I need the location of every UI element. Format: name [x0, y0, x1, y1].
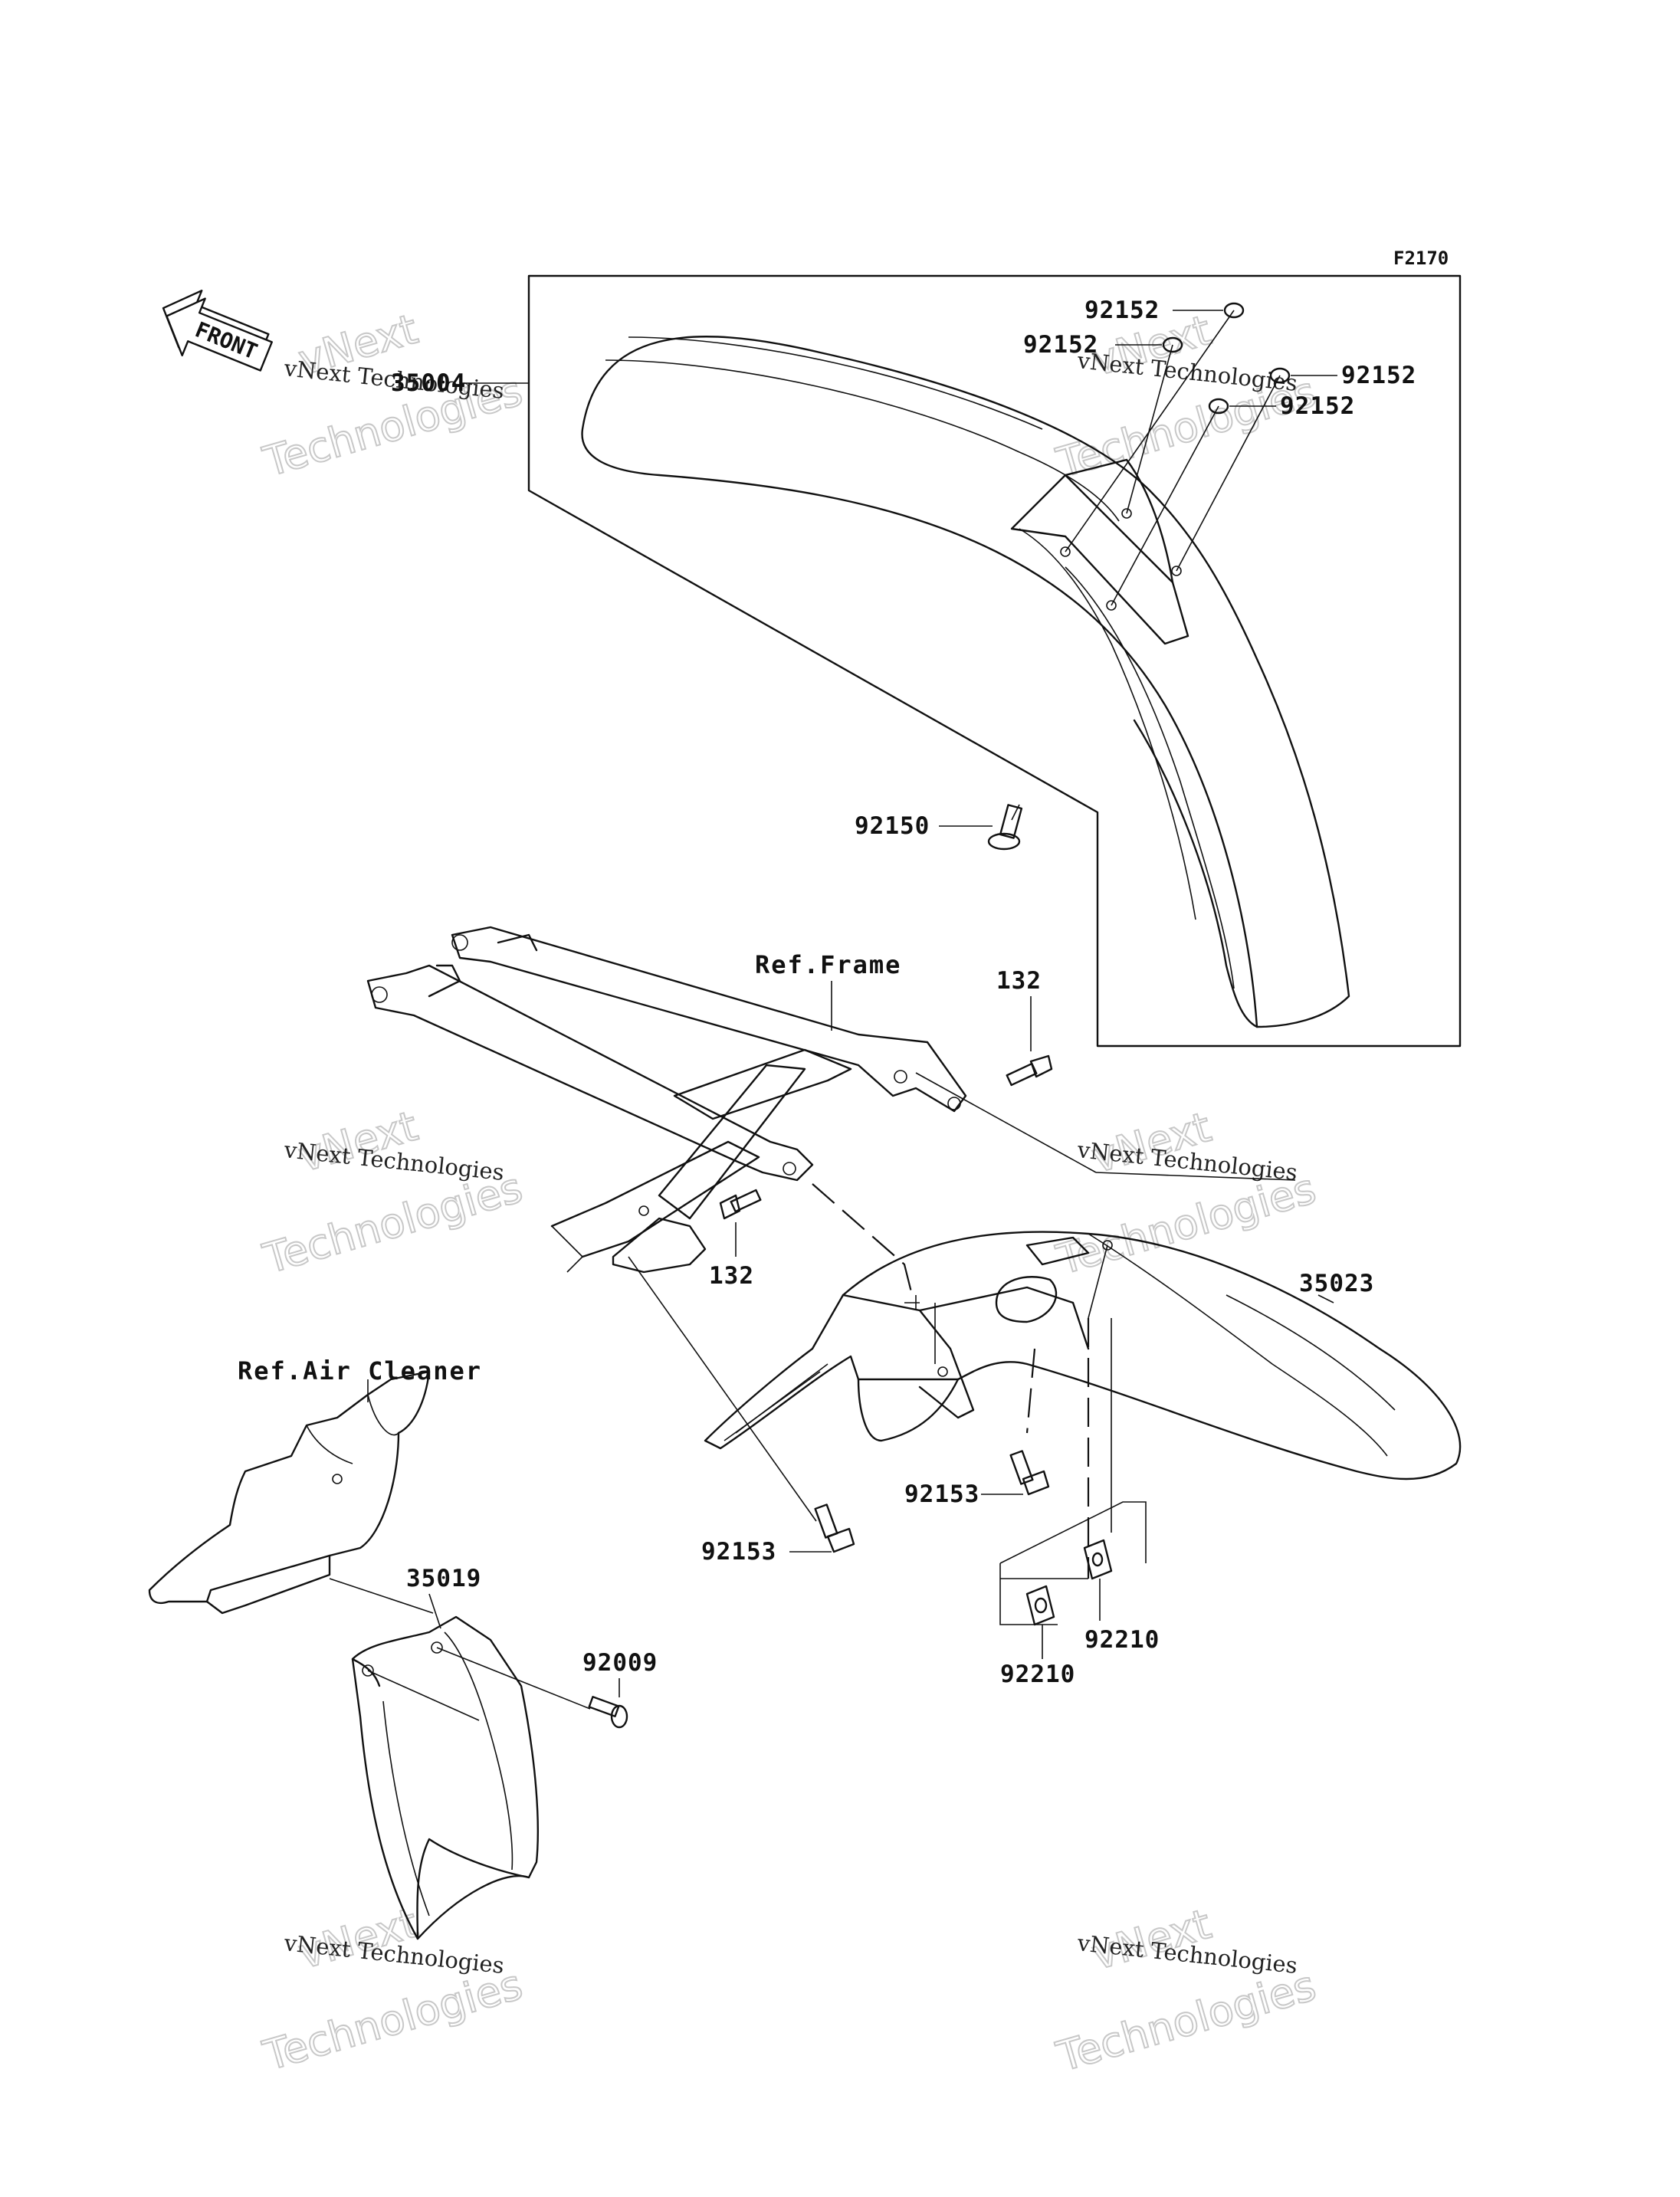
watermark-technologies: Technologies [1052, 1961, 1321, 2081]
watermark-mid-left: vNext Technologies vNext Technologies [258, 1101, 529, 1284]
bolt-upper-icon [1006, 996, 1053, 1087]
nut-group [999, 1501, 1147, 1659]
label-nut-b: 92210 [1000, 1661, 1075, 1688]
mud-flap [351, 1593, 591, 1940]
front-arrow-icon: FRONT [162, 290, 273, 372]
rear-bolt-a-icon [981, 1450, 1050, 1496]
label-rear-bolt-a: 92153 [904, 1481, 979, 1508]
rear-bolt-b-icon [789, 1503, 855, 1553]
label-nut-a: 92210 [1084, 1626, 1160, 1654]
label-washer-d: 92152 [1280, 392, 1355, 420]
nut-a-icon [1025, 1585, 1055, 1626]
washer-d-icon [1208, 398, 1229, 415]
watermark-bottom-right: vNext Technologies vNext Technologies [1051, 1899, 1322, 2082]
label-flap-bolt: 92009 [582, 1649, 658, 1677]
front-fender [581, 310, 1350, 1028]
bolt-lower-icon [719, 1189, 762, 1257]
watermark-mid-right: vNext Technologies vNext Technologies [1051, 1102, 1322, 1285]
nut-b-icon [1083, 1539, 1113, 1580]
air-cleaner [148, 1370, 434, 1615]
label-washer-b: 92152 [1023, 331, 1098, 359]
label-washer-a: 92152 [1084, 297, 1160, 324]
label-rear-fender: 35023 [1299, 1270, 1374, 1297]
watermark-technologies: Technologies [258, 1960, 528, 2080]
frame [366, 926, 1296, 1522]
label-ref-frame: Ref.Frame [755, 950, 901, 979]
label-rear-bolt-b: 92153 [701, 1538, 776, 1566]
label-front-bolt: 92150 [855, 812, 930, 840]
label-bolt-lower: 132 [709, 1262, 754, 1290]
front-fender-frame [527, 274, 1462, 1048]
diagram-code: F2170 [1393, 248, 1449, 269]
washer-b-icon [1162, 336, 1183, 353]
label-bolt-upper: 132 [996, 967, 1042, 995]
label-mud-flap: 35019 [406, 1565, 481, 1592]
rear-fender [704, 1231, 1462, 1579]
label-ref-air-cleaner: Ref.Air Cleaner [238, 1356, 482, 1385]
label-front-fender: 35004 [391, 369, 466, 397]
front-bolt-icon [939, 804, 1023, 851]
washer-group: 92152 92152 92152 92152 [1023, 297, 1416, 420]
washer-a-icon [1223, 302, 1245, 319]
watermark-bottom-left: vNext Technologies vNext Technologies [258, 1898, 529, 2081]
flap-bolt-icon [588, 1678, 628, 1729]
label-washer-c: 92152 [1341, 362, 1416, 389]
washer-c-icon [1269, 367, 1291, 384]
